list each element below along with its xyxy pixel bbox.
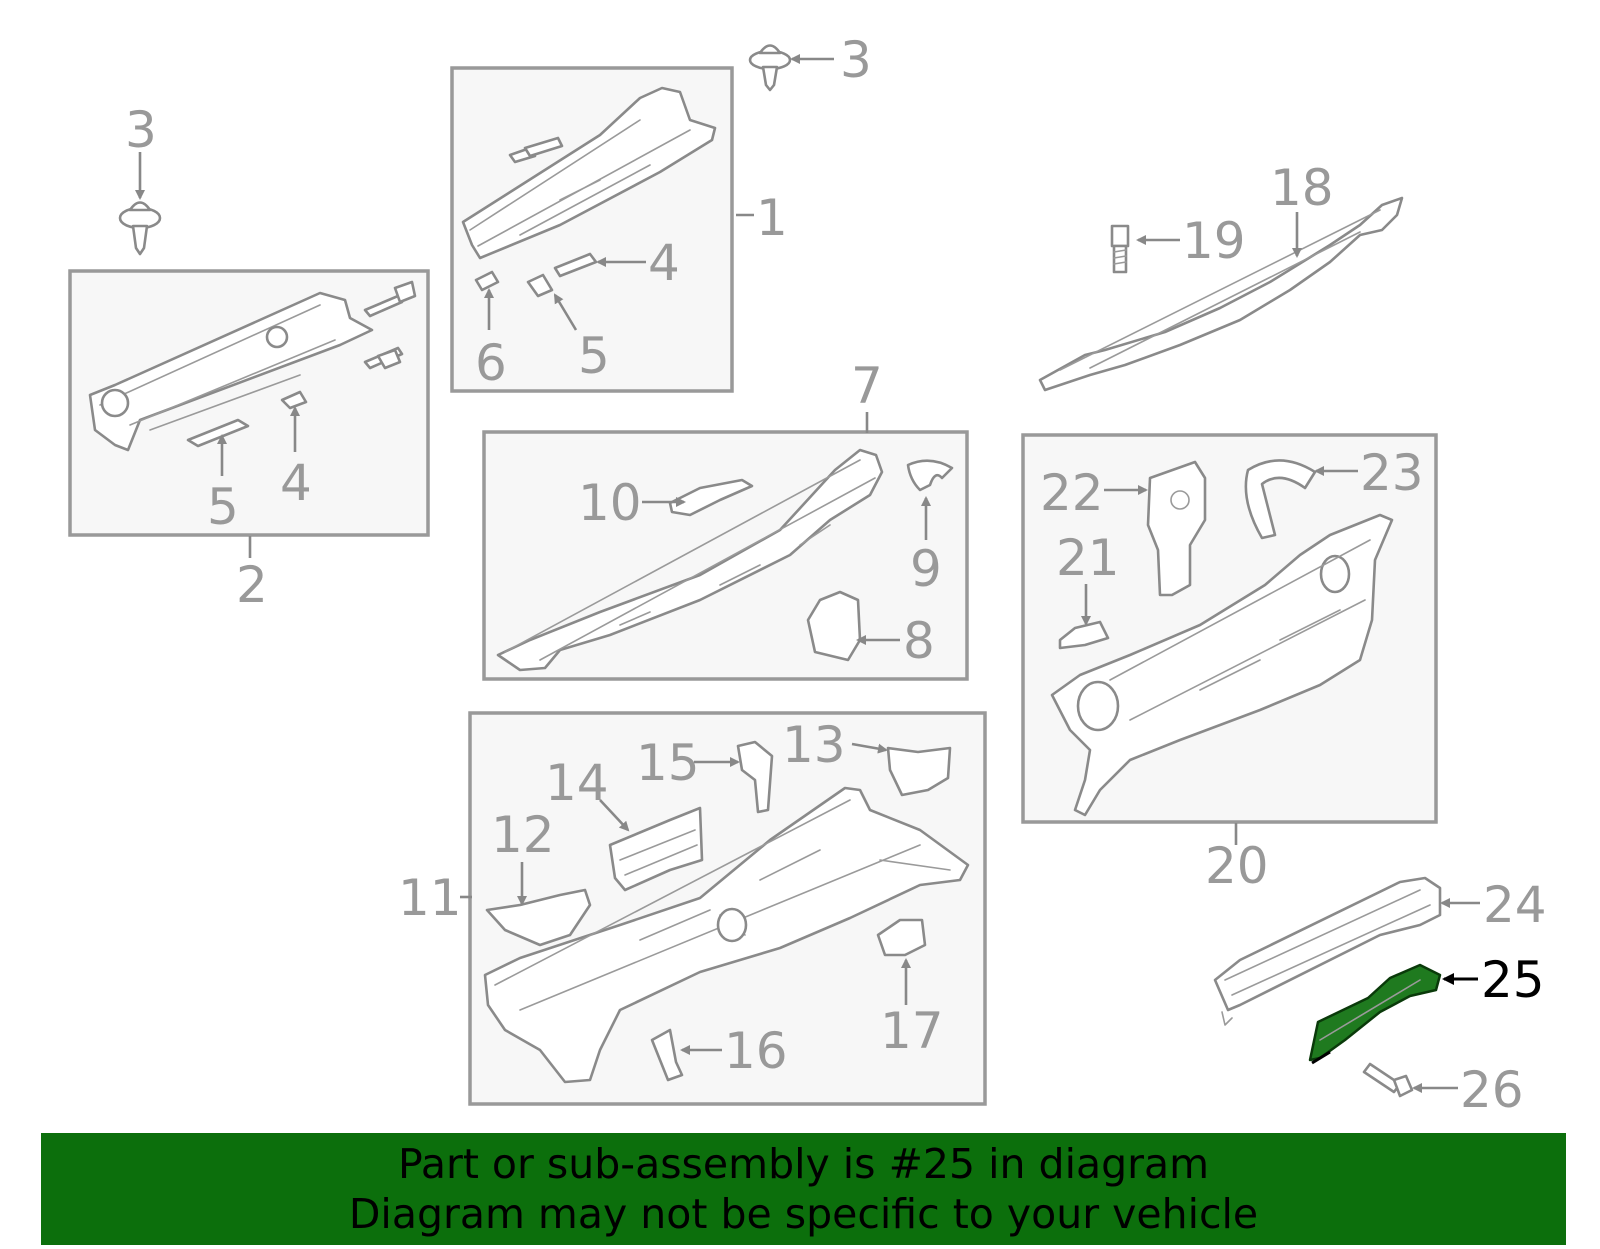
callout-21: 21 [1056,529,1120,587]
callout-25: 25 [1481,951,1545,1009]
callout-8: 8 [903,612,935,670]
callout-5: 5 [207,478,239,536]
callout-18: 18 [1270,159,1334,217]
callout-3: 3 [840,31,872,89]
bolt-19 [1110,224,1130,274]
callout-6: 6 [475,334,507,392]
bracket-17 [876,918,927,957]
bracket-14 [608,806,704,892]
callout-2: 2 [236,556,268,614]
part-18-bar [1038,196,1404,392]
clip-3-top [748,44,792,92]
callout-11: 11 [398,869,462,927]
callout-24: 24 [1483,876,1547,934]
cowl-top-panel [461,86,717,260]
callout-7: 7 [851,357,883,415]
callout-13: 13 [782,716,846,774]
assembly-box-20 [1021,433,1438,824]
callout-16: 16 [724,1022,788,1080]
bracket-10 [668,478,754,517]
callout-1: 1 [756,189,788,247]
callout-10: 10 [578,474,642,532]
bracket-13 [886,746,952,797]
callout-23: 23 [1360,444,1424,502]
callout-12: 12 [491,806,555,864]
callout-3: 3 [125,101,157,159]
bracket-15 [736,740,774,814]
part-24-rail [1213,876,1442,1026]
callout-4: 4 [280,454,312,512]
bracket-8 [806,590,862,662]
callout-22: 22 [1040,464,1104,522]
callout-19: 19 [1182,212,1246,270]
callout-15: 15 [636,734,700,792]
callout-14: 14 [545,754,609,812]
info-banner: Part or sub-assembly is #25 in diagram D… [41,1133,1566,1245]
assembly-box-2 [68,269,430,537]
callout-20: 20 [1205,837,1269,895]
banner-line-disclaimer: Diagram may not be specific to your vehi… [348,1190,1259,1238]
bracket-9 [906,459,954,492]
callout-4: 4 [648,234,680,292]
part-25-highlighted [1308,963,1442,1065]
cowl-panel-left [88,291,374,452]
assembly-box-1 [450,66,734,393]
bracket-12 [485,888,592,947]
clip-3-left [118,201,162,256]
callout-9: 9 [910,540,942,598]
assembly-box-11 [468,711,987,1106]
bracket-22 [1146,460,1207,597]
bracket-21 [1058,620,1110,650]
callout-26: 26 [1460,1061,1524,1119]
banner-line-part: Part or sub-assembly is #25 in diagram [397,1140,1210,1188]
dash-panel [1050,513,1394,817]
callout-17: 17 [880,1002,944,1060]
bracket-23 [1244,459,1317,540]
bolt-26 [1362,1062,1414,1098]
cross-member [496,448,884,672]
bracket-16 [650,1028,684,1082]
callout-5: 5 [578,327,610,385]
assembly-box-7 [482,430,969,681]
